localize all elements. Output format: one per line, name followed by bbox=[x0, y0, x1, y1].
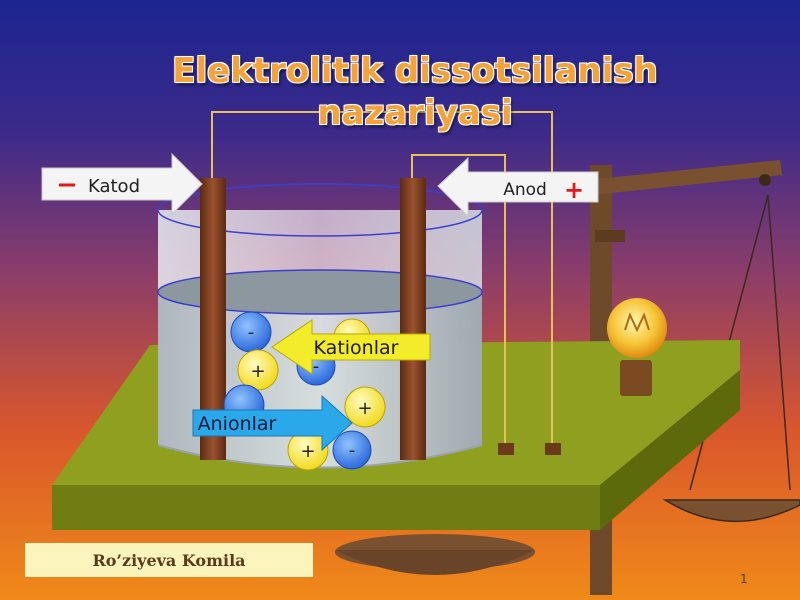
katod-arrow: − Katod bbox=[41, 152, 203, 216]
slide-title: Elektrolitik dissotsilanish nazariyasi bbox=[0, 50, 800, 134]
anion-sign: - bbox=[349, 440, 356, 461]
anion-sign: - bbox=[248, 322, 255, 343]
cation-sign: + bbox=[357, 398, 372, 419]
author-name: Ro’ziyeva Komila bbox=[25, 543, 313, 577]
slide-title-line1: Elektrolitik dissotsilanish bbox=[172, 51, 658, 91]
anionlar-label: Anionlar bbox=[198, 413, 277, 435]
light-bulb-icon bbox=[607, 298, 667, 396]
page-number: 1 bbox=[740, 572, 748, 586]
anionlar-arrow: Anionlar bbox=[192, 394, 353, 452]
katod-sign: − bbox=[56, 170, 78, 200]
cation-sign: + bbox=[250, 361, 265, 382]
wires bbox=[211, 111, 561, 455]
kationlar-arrow: Kationlar bbox=[271, 319, 431, 375]
kationlar-label: Kationlar bbox=[314, 337, 399, 359]
anod-label: Anod bbox=[503, 180, 547, 200]
cation-sign: + bbox=[300, 441, 315, 462]
anod-arrow: Anod + bbox=[437, 156, 599, 218]
anion-sign: - bbox=[313, 356, 320, 377]
katod-label: Katod bbox=[88, 176, 140, 197]
anod-sign: + bbox=[564, 176, 584, 204]
slide-title-line2: nazariyasi bbox=[317, 93, 513, 133]
anode-electrode bbox=[400, 178, 426, 460]
